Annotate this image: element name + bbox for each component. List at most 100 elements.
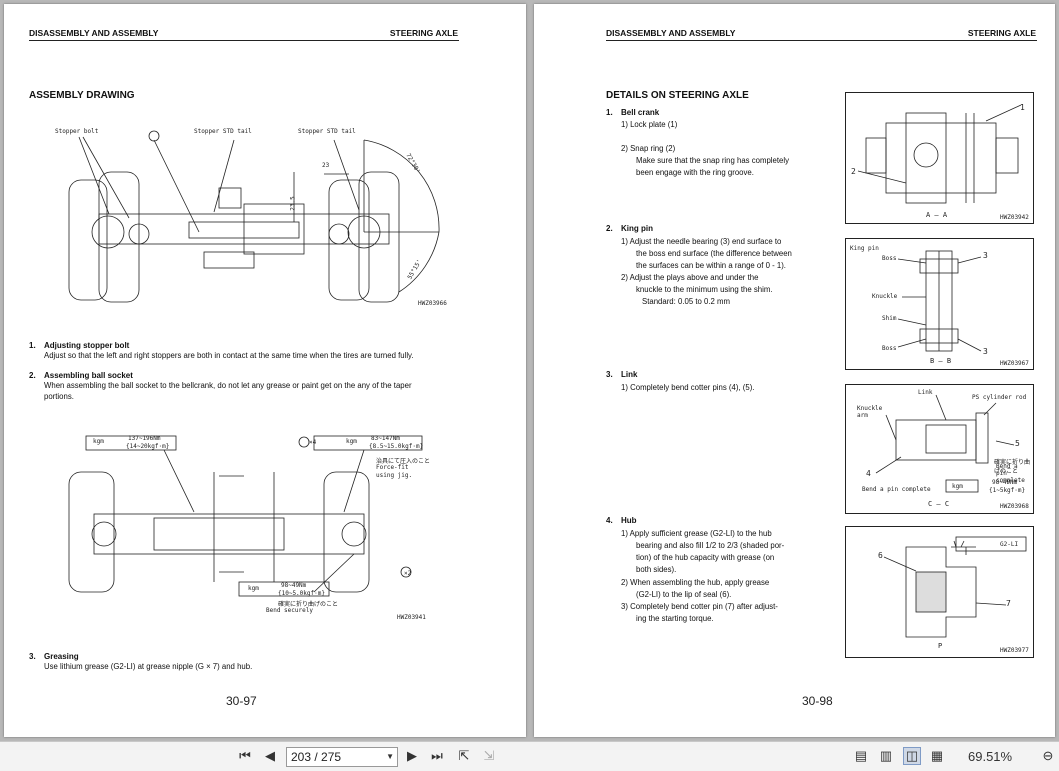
figure-code-1: HWZ03966 [418, 300, 447, 307]
jp-bend: 確実に折り曲げのこと [278, 601, 339, 608]
previous-page-icon[interactable]: ◀ [265, 748, 275, 763]
continuous-facing-icon[interactable]: ▦ [930, 748, 944, 763]
figure-code-b: HWZ03967 [1000, 360, 1029, 367]
torque-1: 137~196Nm [128, 435, 161, 442]
figure-code-2: HWZ03941 [397, 614, 426, 621]
torque-2: 83~147Nm [371, 435, 400, 442]
s4-item-1c: tion) of the hub capacity with grease (o… [636, 553, 775, 562]
torque-cb: {1~5kgf·m} [989, 487, 1026, 494]
header-left: DISASSEMBLY AND ASSEMBLY [29, 28, 159, 38]
next-view-icon[interactable]: ⇲ [483, 748, 495, 763]
last-page-icon[interactable]: ⏭ [431, 748, 443, 763]
torque-2b: {8.5~15.0kgf·m} [369, 443, 424, 450]
s1-number: 1. [606, 108, 613, 117]
label-boss-2: Boss [882, 345, 897, 352]
using-jig: using jig. [376, 472, 413, 479]
s4-item-1a: 1) Apply sufficient grease (G2-LI) to th… [621, 529, 772, 538]
section-title: ASSEMBLY DRAWING [29, 90, 135, 101]
label-king-pin: King pin [850, 245, 879, 252]
page-number-right: 30-98 [802, 694, 833, 708]
section-p: P [938, 642, 943, 650]
s2-number: 2. [606, 224, 613, 233]
label-dim-23: 23 [322, 162, 330, 169]
figure-code-a: HWZ03942 [1000, 214, 1029, 221]
header-rule [29, 40, 459, 41]
label-stopper-bolt: Stopper bolt [55, 128, 99, 135]
next-page-icon[interactable]: ▶ [407, 748, 417, 763]
chevron-down-icon[interactable]: ▼ [386, 752, 394, 761]
page-number-field[interactable]: 203 / 275 ▼ [286, 747, 398, 767]
s3-title: Link [621, 370, 638, 379]
torque-3b: {10~5.0kgf·m} [278, 590, 325, 597]
header-right: STEERING AXLE [389, 28, 458, 38]
times-4: ×4 [309, 439, 317, 446]
s2-item-2c: Standard: 0.05 to 0.2 mm [642, 297, 730, 306]
label-stopper-std-tail-1: Stopper STD tail [194, 128, 252, 135]
assembly-drawing-figure [68, 130, 440, 303]
torque-1b: {14~20kgf·m} [126, 443, 170, 450]
kgm-icon-2: kgm [346, 438, 357, 445]
s4-item-1b: bearing and also fill 1/2 to 2/3 (shaded… [636, 541, 785, 550]
item-1-text: Adjust so that the left and right stoppe… [44, 351, 414, 360]
navigation-toolbar: ⏮ ◀ 203 / 275 ▼ ▶ ⏭ ⇱ ⇲ ▤ ▥ ◫ ▦ 69.51% ⊖ [0, 741, 1059, 771]
label-bend-pin-2: Bend a pin complete [862, 486, 931, 493]
header-right: STEERING AXLE [967, 28, 1036, 38]
jp-bend: 確実に折り曲げのこと [994, 459, 1031, 475]
figure-code-c: HWZ03968 [1000, 503, 1029, 510]
kgm-icon: kgm [93, 438, 104, 445]
item-2-number: 2. [29, 371, 36, 380]
figure-bell-crank: 1 2 A – A HWZ03942 [845, 92, 1034, 224]
document-viewport[interactable]: DISASSEMBLY AND ASSEMBLY STEERING AXLE A… [0, 0, 1059, 741]
s4-item-2a: 2) When assembling the hub, apply grease [621, 578, 770, 587]
s2-item-1a: 1) Adjust the needle bearing (3) end sur… [621, 237, 782, 246]
item-2-title: Assembling ball socket [44, 371, 133, 380]
s2-title: King pin [621, 224, 653, 233]
callout-4: 4 [866, 469, 871, 478]
page-number-value: 203 / 275 [291, 750, 342, 764]
kgm-icon-3: kgm [248, 585, 259, 592]
zoom-level[interactable]: 69.51% [968, 749, 1013, 764]
section-b-b: B – B [930, 357, 952, 365]
s2-item-2b: knuckle to the minimum using the shim. [636, 285, 773, 294]
zoom-out-icon[interactable]: ⊖ [1042, 748, 1054, 763]
s4-number: 4. [606, 516, 613, 525]
item-2-text-1: When assembling the ball socket to the b… [44, 381, 412, 390]
single-page-icon[interactable]: ▤ [854, 748, 868, 763]
figure-code-d: HWZ03977 [1000, 647, 1029, 654]
item-3-number: 3. [29, 652, 36, 661]
torque-3: 98~49Nm [281, 582, 307, 589]
s1-item-2a: Make sure that the snap ring has complet… [636, 156, 789, 165]
s1-title: Bell crank [621, 108, 660, 117]
first-page-icon[interactable]: ⏮ [239, 748, 251, 763]
s3-number: 3. [606, 370, 613, 379]
continuous-icon[interactable]: ▥ [879, 748, 893, 763]
kgm-icon-c: kgm [952, 483, 963, 490]
callout-2: 2 [851, 167, 856, 176]
label-stopper-std-tail-2: Stopper STD tail [298, 128, 356, 135]
item-2-text-2: portions. [44, 392, 74, 401]
page-30-97: DISASSEMBLY AND ASSEMBLY STEERING AXLE A… [4, 4, 526, 737]
callout-6: 6 [878, 551, 883, 560]
figure-king-pin: King pin Boss Knuckle Shim Boss 3 3 B – … [845, 238, 1034, 370]
header-rule [606, 40, 1037, 41]
item-1-number: 1. [29, 341, 36, 350]
facing-pages-icon[interactable]: ◫ [903, 747, 921, 765]
s3-item-1: 1) Completely bend cotter pins (4), (5). [621, 383, 755, 392]
label-knuckle-arm: Knuckle arm [857, 405, 883, 419]
s4-item-2b: (G2-LI) to the lip of seal (6). [636, 590, 732, 599]
figure-link: Link PS cylinder rod Knuckle arm 4 5 確実に… [845, 384, 1034, 514]
label-boss: Boss [882, 255, 897, 262]
s1-item-2: 2) Snap ring (2) [621, 144, 676, 153]
previous-view-icon[interactable]: ⇱ [458, 748, 470, 763]
times-2: ×2 [404, 570, 412, 577]
jp-force-fit: 治具にて圧入のこと [376, 458, 431, 465]
label-knuckle: Knuckle [872, 293, 898, 300]
section-a-a: A – A [926, 211, 948, 219]
item-1-title: Adjusting stopper bolt [44, 341, 130, 350]
section-title: DETAILS ON STEERING AXLE [606, 90, 749, 101]
greasing-figure [68, 435, 423, 597]
label-link: Link [918, 389, 933, 396]
label-grease-g2-li: G2-LI [1000, 541, 1019, 548]
force-fit: Force-fit [376, 464, 409, 471]
page-30-98: DISASSEMBLY AND ASSEMBLY STEERING AXLE D… [534, 4, 1055, 737]
